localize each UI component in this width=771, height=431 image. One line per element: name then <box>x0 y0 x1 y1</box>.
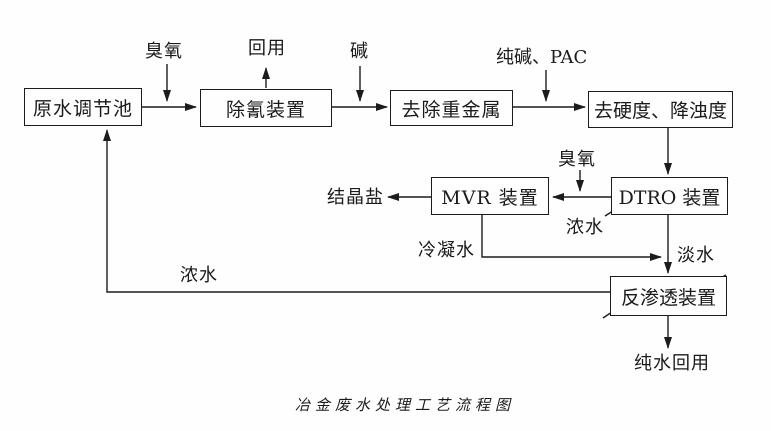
label-condensate: 冷凝水 <box>418 240 475 261</box>
node-dtro-unit: DTRO 装置 <box>611 177 728 215</box>
label-concentrate-return: 浓水 <box>180 265 218 286</box>
label-pure-water-reuse: 纯水回用 <box>634 353 710 374</box>
label-reuse: 回用 <box>248 38 286 59</box>
label-ozone-dose-1: 臭氧 <box>145 41 183 62</box>
label-soda-pac-dose: 纯碱、PAC <box>496 47 588 68</box>
label-concentrate-mid: 浓水 <box>566 217 604 238</box>
diagram-caption: 冶金废水处理工艺流程图 <box>295 396 516 414</box>
label-alkali-dose: 碱 <box>350 41 369 62</box>
node-heavy-metal-removal: 去除重金属 <box>390 90 513 126</box>
node-hardness-turbidity: 去硬度、降浊度 <box>588 91 733 128</box>
label-fresh-water: 淡水 <box>677 245 715 266</box>
arrow-mvr-condensate <box>481 215 662 261</box>
label-ozone-dose-2: 臭氧 <box>558 149 596 170</box>
node-cyanide-removal: 除氰装置 <box>200 89 332 127</box>
node-mvr-unit: MVR 装置 <box>431 177 549 215</box>
label-crystal-salt: 结晶盐 <box>327 187 384 208</box>
node-raw-water-tank: 原水调节池 <box>24 88 142 126</box>
node-reverse-osmosis-unit: 反渗透装置 <box>610 276 727 316</box>
arrow-ro-concentrate-return <box>103 129 610 293</box>
